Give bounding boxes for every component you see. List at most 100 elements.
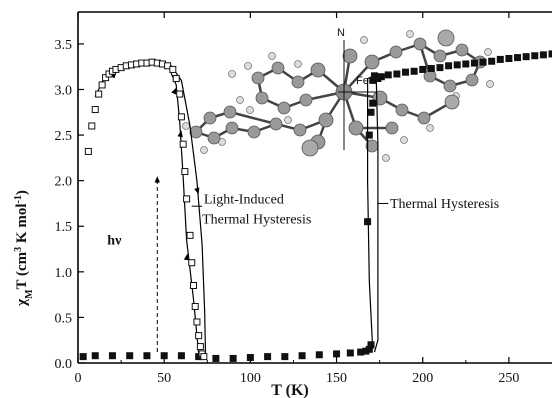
- filled-square-point: [364, 218, 372, 226]
- molecule-atom: [342, 48, 358, 64]
- y-tick-label: 1.0: [55, 266, 73, 281]
- filled-square-point: [108, 352, 116, 360]
- filled-square-point: [505, 54, 513, 62]
- molecule-hydrogen-atom: [406, 30, 414, 38]
- light-excitation-arrow: [154, 176, 161, 183]
- arrow-down-right: [194, 187, 200, 195]
- molecule-atom: [385, 121, 399, 135]
- molecule-atom: [293, 123, 307, 137]
- filled-square-point: [436, 64, 444, 72]
- molecule-atom: [364, 54, 380, 70]
- molecule-atom: [417, 111, 431, 125]
- molecule-hydrogen-atom: [268, 52, 276, 60]
- filled-square-point: [126, 352, 134, 360]
- molecule-hydrogen-atom: [246, 106, 254, 114]
- open-square-point: [191, 302, 199, 310]
- molecule-atom: [291, 75, 305, 89]
- lith-inner-line: [170, 72, 200, 354]
- filled-square-point: [522, 53, 530, 61]
- filled-square-point: [281, 353, 289, 361]
- filled-square-point: [410, 67, 418, 75]
- y-axis-label-part: χ: [14, 298, 30, 307]
- open-square-point: [179, 140, 187, 148]
- molecule-hydrogen-atom: [360, 36, 368, 44]
- y-axis-label-part: -1: [13, 195, 24, 203]
- arrow-up-lower: [183, 253, 190, 261]
- molecule-atom: [455, 43, 469, 57]
- molecule-atom: [443, 79, 457, 93]
- open-square-point: [193, 318, 201, 326]
- filled-square-point: [315, 351, 323, 359]
- filled-square-point: [548, 50, 552, 58]
- molecule-atom: [271, 61, 285, 75]
- molecule-atom: [310, 62, 326, 78]
- filled-square-point: [229, 354, 237, 362]
- molecule-label-n: N: [337, 27, 345, 39]
- arrow-up-upper: [177, 130, 183, 138]
- x-tick-label: 250: [498, 371, 519, 386]
- open-square-point: [188, 259, 196, 267]
- y-axis-label-part: K mol: [14, 203, 30, 246]
- y-axis-label-part: ): [14, 190, 30, 195]
- open-square-point: [95, 90, 103, 98]
- molecule-hydrogen-atom: [382, 154, 390, 162]
- molecule-atom: [318, 112, 334, 128]
- molecule-atom: [301, 139, 319, 157]
- open-square-point: [177, 113, 185, 121]
- molecule-atom: [465, 73, 479, 87]
- molecule-atom: [413, 37, 427, 51]
- filled-square-point: [367, 341, 375, 349]
- molecule-atom: [189, 125, 203, 139]
- filled-square-point: [298, 352, 306, 360]
- filled-square-point: [531, 52, 539, 60]
- molecule-atom: [225, 121, 239, 135]
- filled-square-point: [91, 352, 99, 360]
- y-tick-label: 1.5: [55, 220, 73, 235]
- warming-line: [373, 75, 379, 353]
- plot-frame: [77, 11, 552, 364]
- y-tick-label: 3.5: [55, 38, 73, 53]
- molecule-atom: [348, 120, 364, 136]
- open-square-point: [196, 343, 204, 351]
- filled-square-point: [384, 71, 392, 79]
- filled-square-point: [333, 350, 341, 358]
- filled-square-point: [401, 68, 409, 76]
- molecule-atom: [444, 94, 460, 110]
- x-tick-label: 150: [326, 371, 347, 386]
- molecule-hydrogen-atom: [284, 116, 292, 124]
- y-axis-ticks: 0.00.51.01.52.02.53.03.5: [55, 38, 84, 372]
- annotation-1: Light-Induced: [204, 192, 284, 207]
- molecule-atom: [433, 49, 447, 63]
- filled-square-point: [377, 73, 385, 81]
- molecule-hydrogen-atom: [200, 146, 208, 154]
- molecule-atom: [255, 91, 269, 105]
- annotation-0: hν: [107, 233, 122, 248]
- x-tick-label: 0: [75, 371, 82, 386]
- filled-square-point: [496, 55, 504, 63]
- filled-square-point: [346, 349, 354, 357]
- molecule-atom: [203, 111, 217, 125]
- y-tick-label: 0.5: [55, 311, 73, 326]
- molecule-hydrogen-atom: [236, 96, 244, 104]
- molecule-structure-image: NFe: [182, 27, 494, 162]
- open-square-point: [98, 81, 106, 89]
- open-square-point: [189, 282, 197, 290]
- open-square-point: [91, 106, 99, 114]
- open-square-point: [183, 195, 191, 203]
- molecule-atom: [207, 131, 221, 145]
- filled-square-point: [177, 352, 185, 360]
- filled-square-point: [470, 59, 478, 67]
- filled-square-point: [160, 352, 168, 360]
- filled-square-point: [393, 70, 401, 78]
- lith-outer-line: [94, 61, 207, 354]
- y-tick-label: 0.0: [55, 357, 73, 372]
- filled-square-point: [539, 51, 547, 59]
- filled-square-point: [462, 60, 470, 68]
- arrow-up-top: [171, 87, 177, 95]
- filled-square-point: [488, 57, 496, 65]
- molecule-hydrogen-atom: [228, 70, 236, 78]
- filled-square-point: [369, 99, 377, 107]
- x-tick-label: 100: [240, 371, 261, 386]
